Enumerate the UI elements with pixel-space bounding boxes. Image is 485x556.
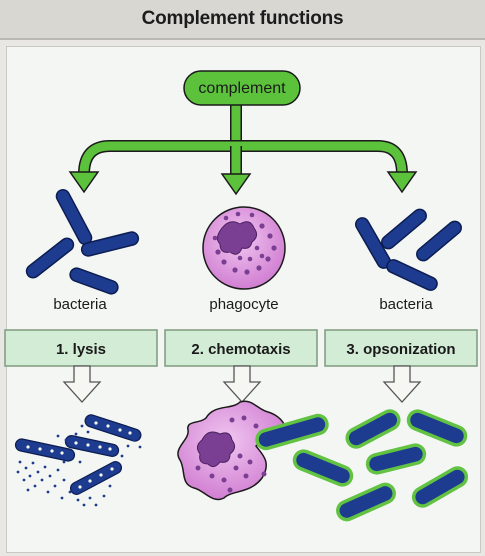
opsonized-bacterium [365,443,427,475]
opsonized-bacterium [292,449,354,487]
left-arrowhead [68,171,100,194]
lysed-bacterium [69,461,123,495]
down-arrow-right [382,365,422,403]
right-bacteria-group [355,208,462,291]
bacterium [55,189,93,245]
function-label-lysis: 1. lysis [56,341,106,358]
title-bar: Complement functions [0,0,485,40]
phagocyte-granules [212,211,277,275]
lysed-bacterium [14,438,76,462]
down-arrow-center [222,365,262,403]
opsonized-bacterium [345,409,401,449]
center-target-label: phagocyte [209,296,278,313]
complement-pill [183,70,301,106]
left-target-label: bacteria [53,296,107,313]
complement-label: complement [198,80,286,97]
function-box-chemotaxis: 2. chemotaxis [164,329,318,367]
engulfing-phagocyte-nucleus [196,431,236,468]
right-arrowhead [386,171,418,194]
function-box-opsonization: 3. opsonization [324,329,478,367]
bacterium [80,231,140,257]
opsonized-bacterium [411,466,469,508]
left-bacteria-group [25,189,140,295]
opsonized-bacteria-group [292,409,469,522]
released-contents [16,424,142,507]
engulfed-opsonized-bacterium [255,413,329,451]
bacterium [25,237,75,279]
right-target-label: bacteria [379,296,433,313]
phagocyte-engulfing [177,400,329,501]
diagram-title: Complement functions [141,8,344,29]
bacterium [69,267,119,295]
center-arrowhead [220,173,252,196]
phagocyte-nucleus [216,221,258,255]
opsonized-bacterium [336,482,396,522]
function-label-chemotaxis: 2. chemotaxis [191,341,290,358]
complement-node: complement [183,70,301,106]
bacterium [386,259,438,291]
bacterium [381,208,427,250]
function-box-lysis: 1. lysis [4,329,158,367]
bacterium [416,220,462,262]
membrane-pores [26,421,132,489]
opsonized-bacterium [406,409,468,447]
function-label-opsonization: 3. opsonization [346,341,455,358]
down-arrow-left [62,365,102,403]
crossbar-fill [79,141,407,175]
outline-down-arrows [62,365,422,403]
green-distribution-arrows [68,104,418,196]
lysed-bacteria-group [14,414,142,507]
engulfing-phagocyte-granules [195,415,267,493]
lysed-bacterium [84,414,142,442]
phagocyte-cell [202,206,286,290]
